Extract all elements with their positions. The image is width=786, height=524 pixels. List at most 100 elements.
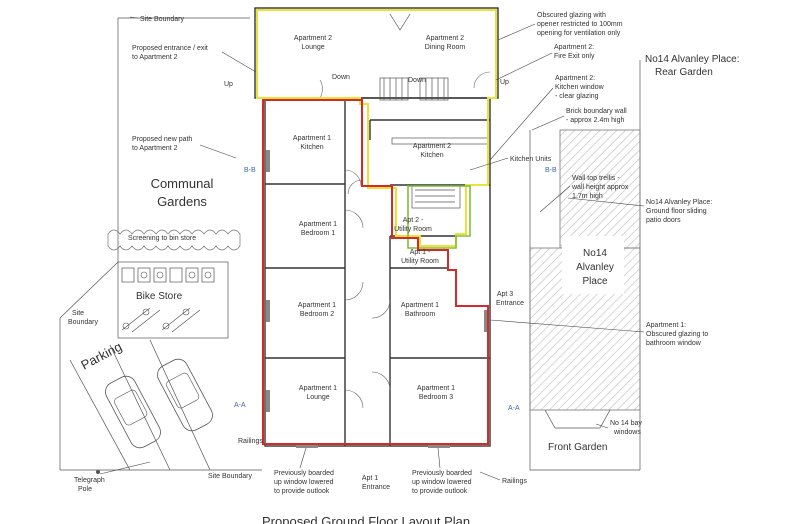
rear-garden-l1: No14 Alvanley Place: [645,54,740,65]
bicycle-icons [121,307,201,333]
room-apt2-utility-l2: Utility Room [394,226,432,233]
room-apt1-bedroom2-l2: Bedroom 2 [300,311,334,318]
front-garden-label: Front Garden [548,442,607,453]
parking-label: Parking [78,339,124,373]
bay-windows-l2: windows [613,429,641,436]
bin-bike-store: Screening to bin store Bike Store [107,229,241,339]
room-apt2-kitchen: Apartment 2 Kitchen [413,143,451,159]
proposed-entrance-l1: Proposed entrance / exit [132,45,208,52]
trellis-l2: wall height approx [571,184,629,191]
boarded-right-l1: Previously boarded [412,470,472,477]
room-apt1-bedroom2-l1: Apartment 1 [298,302,336,309]
annotations: Site Boundary Proposed entrance / exit to… [68,12,740,495]
room-apt2-lounge-l1: Apartment 2 [294,35,332,42]
bathroom-window-l1: Apartment 1: [646,322,686,329]
trellis-l1: Wall top trellis - [572,175,620,182]
room-apt2-kitchen-l1: Apartment 2 [413,143,451,150]
utility-room-outline [407,185,471,249]
up-left-label: Up [224,81,233,88]
railings-left-label: Railings [238,438,263,445]
room-apt1-bedroom1-l2: Bedroom 1 [301,230,335,237]
bike-store-label: Bike Store [136,291,183,302]
trellis-l3: 1.7m high [572,193,603,200]
bathroom-window-l3: bathroom window [646,340,702,347]
room-labels: Apartment 2 Lounge Apartment 2 Dining Room… [293,35,465,401]
proposed-path-l2: to Apartment 2 [132,145,178,152]
boarded-right-l3: to provide outlook [412,488,468,495]
bathroom-window-l2: Obscured glazing to [646,331,708,338]
section-bb-right-label: B-B [545,167,557,174]
kitchen-window-l2: Kitchen window [555,84,605,91]
room-apt2-dining-l2: Dining Room [425,44,466,51]
building-walls [254,7,499,448]
site-boundary-left-l2: Boundary [68,319,98,326]
room-apt1-bathroom-l2: Bathroom [405,311,436,318]
fire-exit-label: Apartment 2:Fire Exit only [554,44,595,60]
site-boundary-bottom-label: Site Boundary [208,473,252,480]
telegraph-pole-l1: Telegraph [74,477,105,484]
apartment-1-outline [262,99,489,445]
room-apt1-bedroom1-l1: Apartment 1 [299,221,337,228]
proposed-entrance-label: Proposed entrance / exit to Apartment 2 [132,45,208,61]
patio-doors-l2: Ground floor sliding [646,208,707,215]
room-apt1-lounge-l1: Apartment 1 [299,385,337,392]
down-left-label: Down [332,74,350,81]
rear-garden-l2: Rear Garden [655,67,713,78]
communal-l1: Communal [151,176,214,191]
room-apt1-bedroom2: Apartment 1 Bedroom 2 [298,302,336,318]
patio-doors-l1: No14 Alvanley Place: [646,199,712,206]
rear-garden-label: No14 Alvanley Place: Rear Garden [645,54,740,78]
room-apt1-bathroom-l1: Apartment 1 [401,302,439,309]
communal-l2: Gardens [157,194,207,209]
bathroom-window-label: Apartment 1: Obscured glazing to bathroom … [646,322,708,347]
room-apt1-lounge-l2: Lounge [306,394,329,401]
obscured-glazing-label: Obscured glazing with opener restricted t… [537,12,623,37]
boarded-left-l2: up window lowered [274,479,334,486]
patio-doors-l3: patio doors [646,217,681,224]
room-apt1-utility-l2: Utility Room [401,258,439,265]
obscured-glazing-l3: opening for ventilation only [537,30,621,37]
apt1-entrance-l2: Entrance [362,484,390,491]
obscured-glazing-l2: opener restricted to 100mm [537,21,623,28]
section-aa-right-label: A-A [508,405,520,412]
down-right-label: Down [408,77,426,84]
plan-title: Proposed Ground Floor Layout Plan [262,514,470,524]
apt3-entrance-l2: Entrance [496,300,524,307]
no14-l3: Place [582,276,607,287]
car-icon [105,375,161,449]
apartment-2-outline [256,9,497,247]
room-apt1-utility-l1: Apt 1 - [410,249,431,256]
kitchen-window-l1: Apartment 2: [555,75,595,82]
railings-right-label: Railings [502,478,527,485]
kitchen-window-l3: - clear glazing [555,93,599,100]
patio-doors-label: No14 Alvanley Place: Ground floor sliding… [646,199,712,224]
proposed-path-label: Proposed new path to Apartment 2 [132,136,192,152]
fire-exit-l1: Apartment 2: [554,44,594,51]
room-apt2-kitchen-l2: Kitchen [420,152,443,159]
room-apt1-bedroom3: Apartment 1 Bedroom 3 [417,385,455,401]
proposed-entrance-l2: to Apartment 2 [132,54,178,61]
brick-wall-label: Brick boundary wall- approx 2.4m high [566,108,627,124]
car-icon [157,358,213,432]
room-apt2-dining-l1: Apartment 2 [426,35,464,42]
section-aa-left-label: A-A [234,402,246,409]
room-apt1-bedroom3-l2: Bedroom 3 [419,394,453,401]
room-apt1-bedroom3-l1: Apartment 1 [417,385,455,392]
boarded-left-l3: to provide outlook [274,488,330,495]
site-boundary-left-l1: Site [72,310,84,317]
obscured-glazing-l1: Obscured glazing with [537,12,606,19]
no14-neighbour-building [529,129,641,429]
site-boundary-top-label: Site Boundary [140,16,184,23]
proposed-path-l1: Proposed new path [132,136,192,143]
kitchen-window-label: Apartment 2: Kitchen window - clear glazin… [555,75,605,100]
